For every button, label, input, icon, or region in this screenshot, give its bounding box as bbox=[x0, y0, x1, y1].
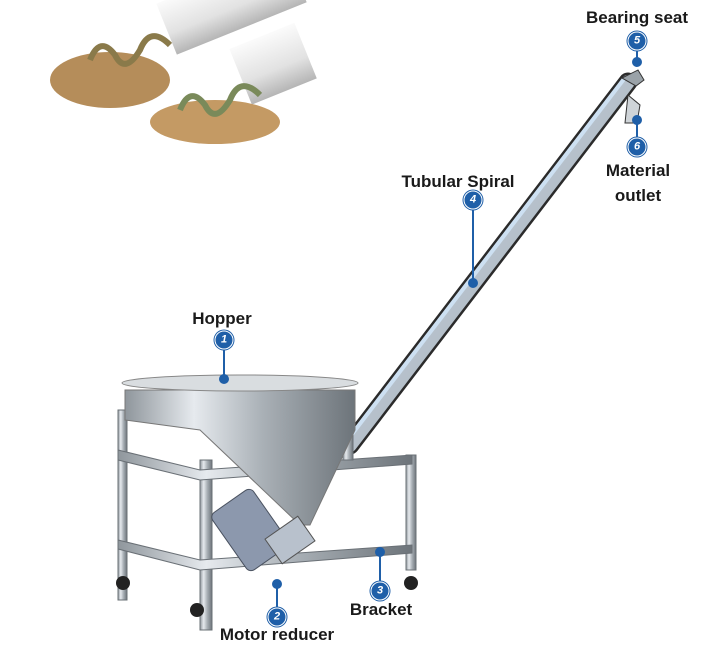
badge-5: 5 bbox=[627, 31, 647, 51]
tubular-spiral-tube bbox=[340, 69, 645, 455]
badge-1: 1 bbox=[214, 330, 234, 350]
spiral-inset-image bbox=[50, 0, 317, 144]
badge-4: 4 bbox=[463, 190, 483, 210]
label-hopper: Hopper bbox=[192, 309, 252, 328]
label-bracket: Bracket bbox=[349, 600, 413, 619]
label-material-outlet-line2: outlet bbox=[614, 186, 662, 205]
leader-lines bbox=[219, 41, 642, 617]
hopper bbox=[121, 374, 359, 526]
label-tubular-spiral: Tubular Spiral bbox=[401, 172, 515, 191]
badge-2: 2 bbox=[267, 607, 287, 627]
label-material-outlet-line1: Material bbox=[605, 161, 671, 180]
badge-3: 3 bbox=[370, 581, 390, 601]
badge-6: 6 bbox=[627, 137, 647, 157]
label-bearing-seat: Bearing seat bbox=[585, 8, 689, 27]
motor-reducer bbox=[211, 488, 316, 572]
caster-wheels bbox=[116, 576, 418, 617]
label-motor-reducer: Motor reducer bbox=[219, 625, 335, 644]
